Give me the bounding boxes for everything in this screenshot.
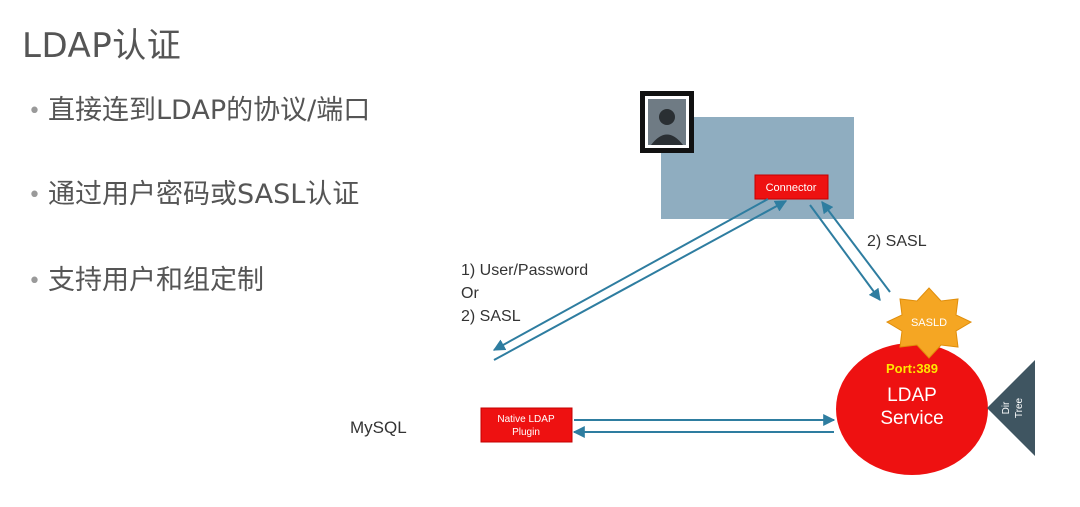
arrow-left-label-line: 2) SASL xyxy=(461,308,521,325)
sasld-badge xyxy=(885,287,973,359)
port-label: Port:389 xyxy=(886,361,938,376)
bullet-dot: • xyxy=(28,99,41,124)
bullet-dot: • xyxy=(28,183,41,208)
arrow-line xyxy=(821,201,891,293)
arrow-line xyxy=(493,200,788,361)
connector-box xyxy=(754,174,829,200)
service-label-line: LDAP xyxy=(887,385,937,406)
ldap-service-circle xyxy=(836,343,988,475)
native-ldap-plugin-box xyxy=(480,407,573,443)
bullet-dot: • xyxy=(28,269,41,294)
dir-tree-label-line: Tree xyxy=(1014,397,1025,418)
plugin-label-line: Plugin xyxy=(512,427,540,438)
sasld-label: SASLD xyxy=(911,317,947,329)
arrow-line xyxy=(492,198,769,351)
bullet-item: • 支持用户和组定制 xyxy=(28,258,264,297)
user-avatar-icon xyxy=(640,91,694,153)
arrow-line xyxy=(809,204,881,301)
mysql-label: MySQL xyxy=(350,418,407,437)
service-label-line: Service xyxy=(880,408,943,429)
plugin-label-line: Native LDAP xyxy=(497,414,555,425)
arrow-right-label: 2) SASL xyxy=(867,233,927,250)
dir-tree-label-line: Dir xyxy=(1001,401,1012,414)
dir-tree-triangle xyxy=(987,360,1035,456)
arrow-left-label-line: Or xyxy=(461,285,479,302)
slide-title: LDAP认证 xyxy=(22,26,182,66)
bullet-text: 支持用户和组定制 xyxy=(48,265,264,296)
bullet-item: • 直接连到LDAP的协议/端口 xyxy=(28,88,370,127)
arrow-left-label-line: 1) User/Password xyxy=(461,262,588,279)
bullet-text: 直接连到LDAP的协议/端口 xyxy=(48,95,371,126)
connector-label: Connector xyxy=(766,182,817,194)
bullet-text: 通过用户密码或SASL认证 xyxy=(48,179,360,210)
bullet-item: • 通过用户密码或SASL认证 xyxy=(28,172,359,211)
